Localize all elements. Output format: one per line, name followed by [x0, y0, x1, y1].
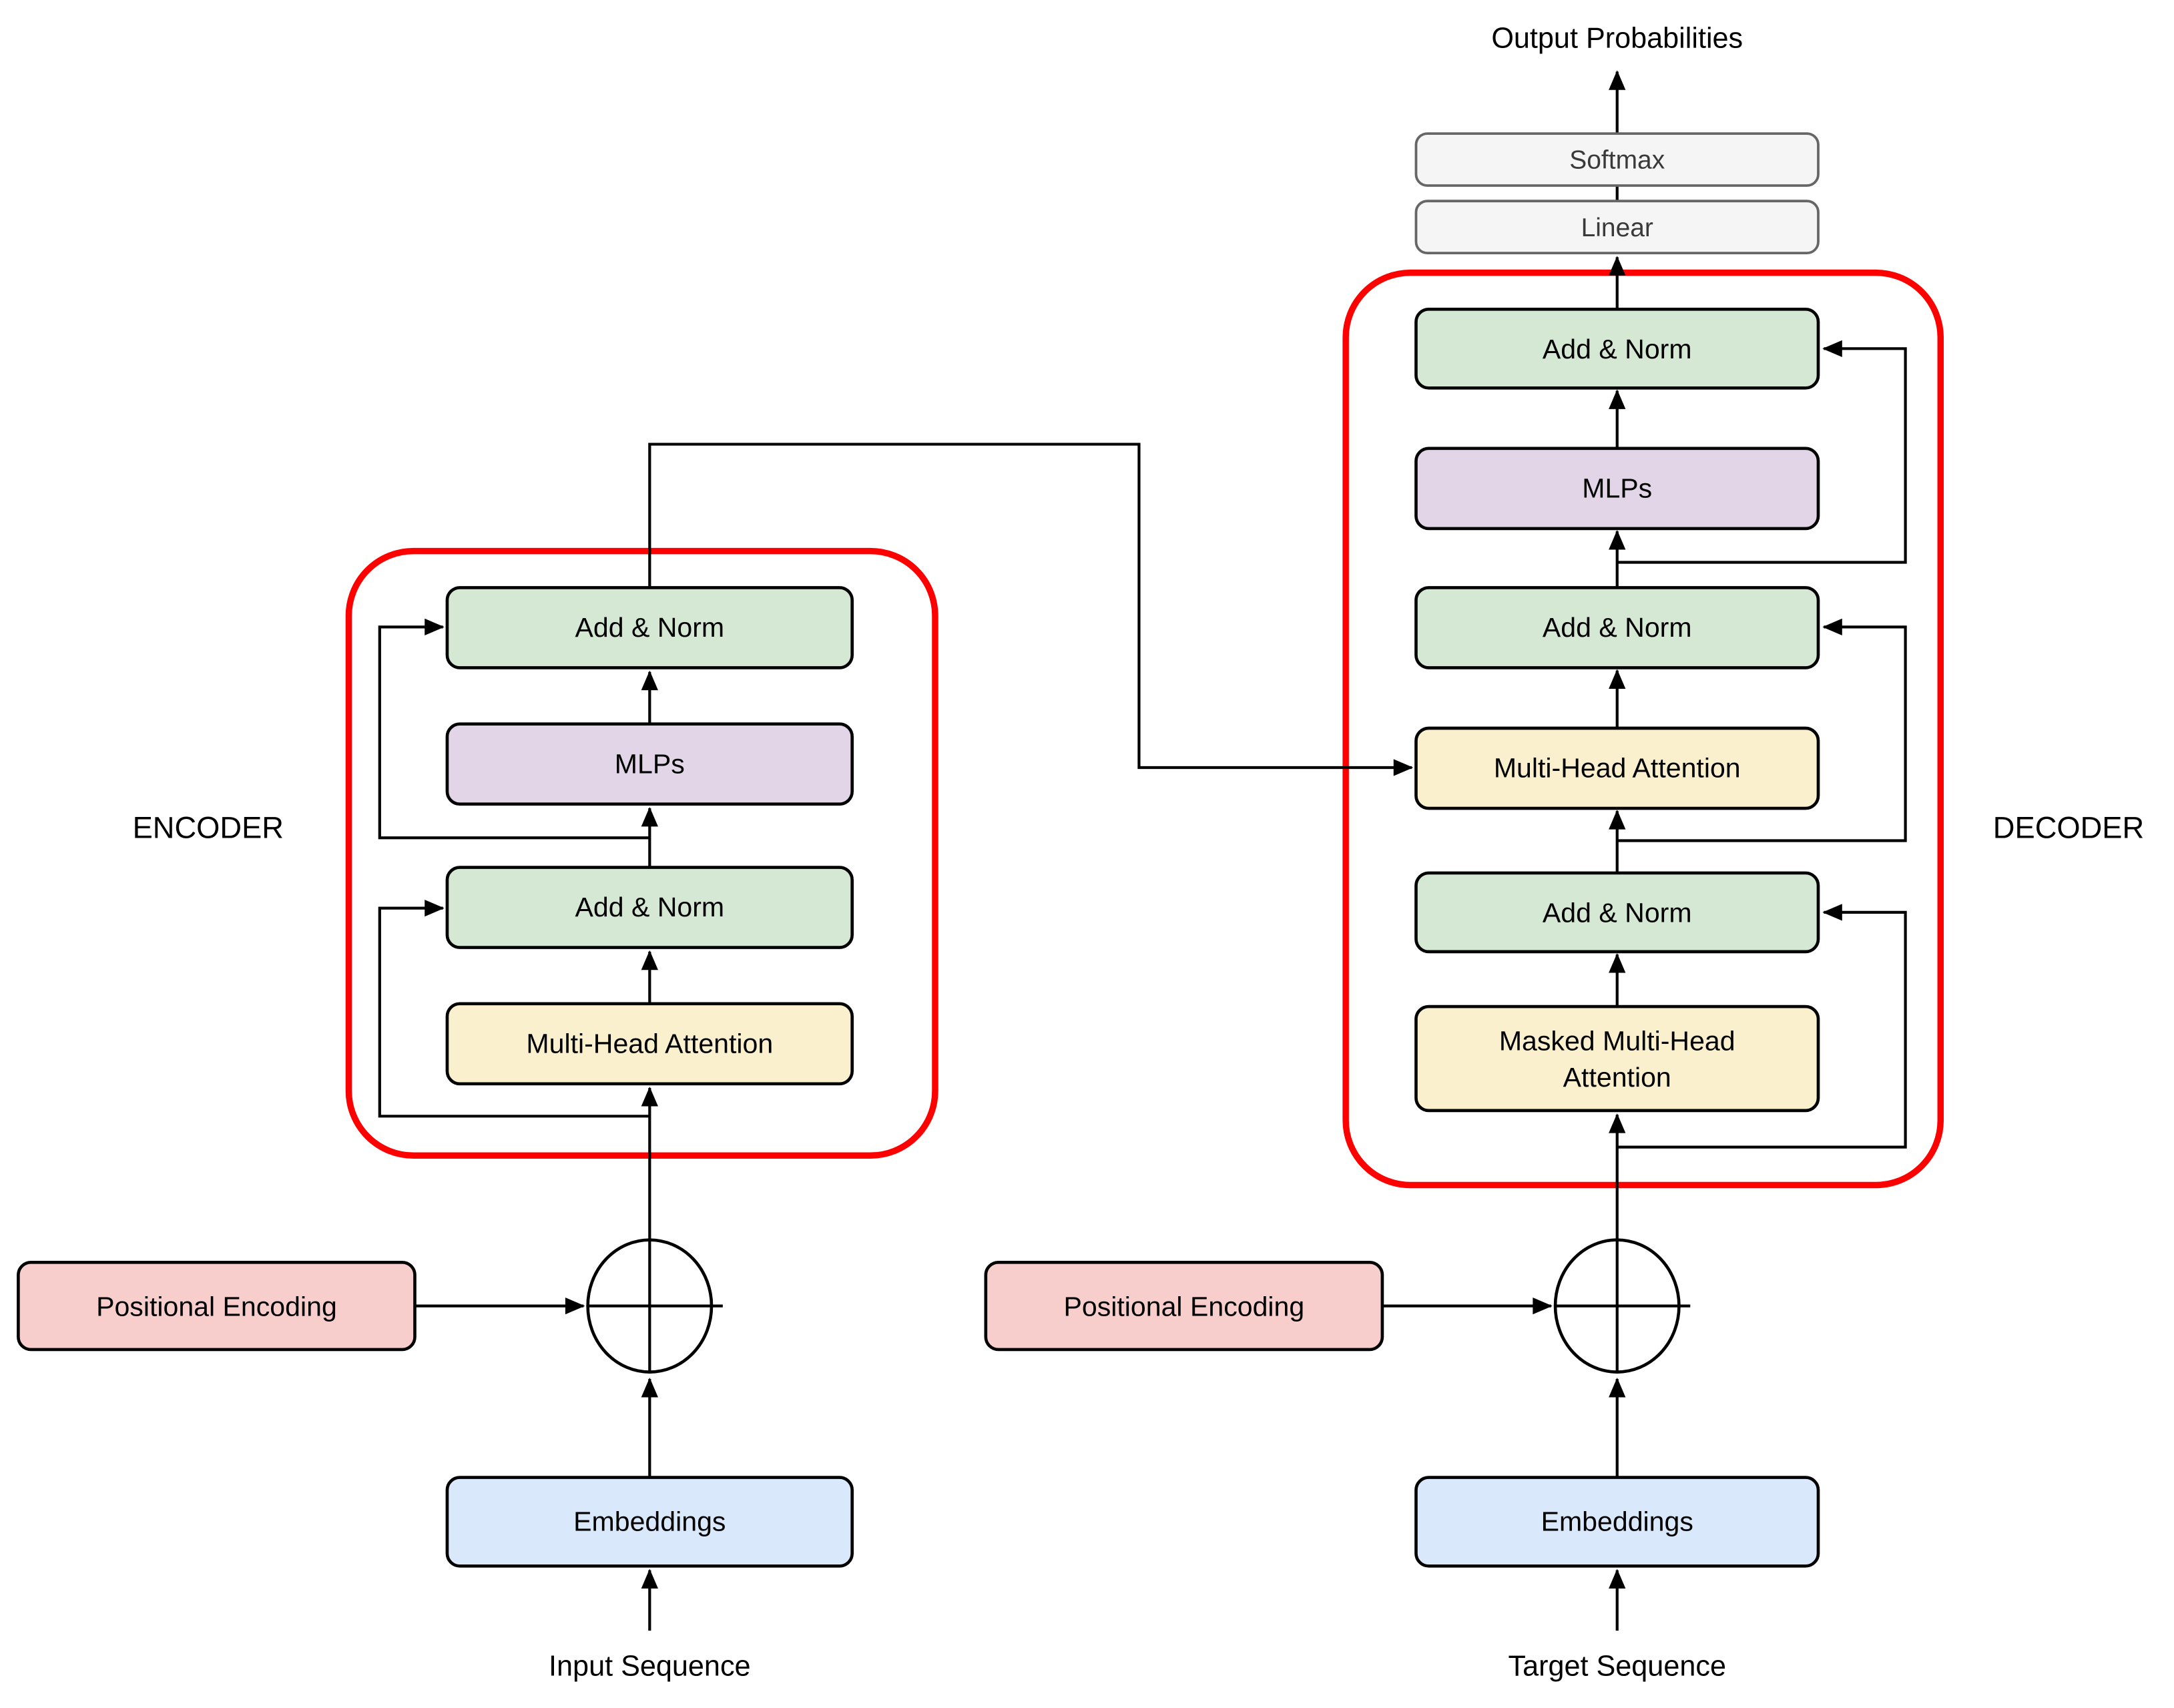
- decoder-mlps-box: [1414, 447, 1820, 531]
- decoder-add-norm-bottom-block: Add & Norm: [1414, 871, 1820, 954]
- linear-block: Linear: [1414, 200, 1820, 255]
- encoder-add-norm-top-box: [445, 586, 854, 669]
- decoder-residual-attention: [1617, 618, 1907, 842]
- encoder-region-label: ENCODER: [133, 810, 284, 844]
- decoder-add-norm-mid-block: Add & Norm: [1414, 586, 1820, 669]
- softmax-block: Softmax: [1414, 132, 1820, 187]
- softmax-label: Softmax: [1569, 146, 1665, 175]
- masked-attention-label-line1: Masked Multi-Head: [1499, 1025, 1735, 1056]
- masked-attention-label-line2: Attention: [1563, 1062, 1671, 1093]
- decoder-add-norm-top-block: Add & Norm: [1414, 308, 1820, 390]
- encoder-add-norm-top-label: Add & Norm: [575, 612, 724, 643]
- encoder-add-norm-top-block: Add & Norm: [445, 586, 854, 669]
- encoder-mlps-label: MLPs: [615, 748, 685, 779]
- encoder-add-norm-bottom-box: [445, 866, 854, 949]
- encoder-attention-box: [445, 1002, 854, 1086]
- linear-box: [1414, 200, 1820, 255]
- encoder-mlps-block: MLPs: [445, 722, 854, 806]
- encoder-residual-attention: [378, 899, 650, 1118]
- target-sequence-label: Target Sequence: [1508, 1651, 1725, 1683]
- encoder-region-outline: [345, 547, 938, 1159]
- decoder-add-norm-bottom-box: [1414, 871, 1820, 954]
- decoder-add-norm-bottom-label: Add & Norm: [1543, 898, 1692, 928]
- decoder-positional-encoding-label: Positional Encoding: [1063, 1291, 1304, 1322]
- decoder-residual-masked-attention: [1617, 904, 1907, 1149]
- softmax-box: [1414, 132, 1820, 187]
- decoder-attention-box: [1414, 726, 1820, 810]
- decoder-region-label: DECODER: [1993, 810, 2144, 844]
- decoder-add-norm-mid-label: Add & Norm: [1543, 612, 1692, 643]
- encoder-positional-encoding-block: Positional Encoding: [17, 1261, 417, 1352]
- linear-label: Linear: [1581, 214, 1653, 242]
- encoder-add-norm-bottom-block: Add & Norm: [445, 866, 854, 949]
- connector-lines: [378, 70, 1907, 1631]
- output-probabilities-label: Output Probabilities: [1491, 23, 1743, 55]
- masked-attention-block: Masked Multi-Head Attention: [1414, 1005, 1820, 1113]
- masked-attention-box: [1414, 1005, 1820, 1113]
- encoder-embeddings-label: Embeddings: [573, 1506, 726, 1537]
- encoder-add-norm-bottom-label: Add & Norm: [575, 892, 724, 922]
- decoder-attention-block: Multi-Head Attention: [1414, 726, 1820, 810]
- decoder-positional-encoding-box: [984, 1261, 1384, 1352]
- encoder-residual-mlps: [378, 618, 650, 840]
- encoder-attention-block: Multi-Head Attention: [445, 1002, 854, 1086]
- decoder-embeddings-label: Embeddings: [1541, 1506, 1693, 1537]
- encoder-attention-label: Multi-Head Attention: [526, 1029, 773, 1059]
- decoder-attention-label: Multi-Head Attention: [1494, 753, 1741, 784]
- decoder-add-norm-top-box: [1414, 308, 1820, 390]
- decoder-mlps-label: MLPs: [1582, 473, 1652, 504]
- encoder-positional-encoding-box: [17, 1261, 417, 1352]
- decoder-embeddings-block: Embeddings: [1414, 1476, 1820, 1568]
- decoder-add-norm-mid-box: [1414, 586, 1820, 669]
- input-sequence-label: Input Sequence: [549, 1651, 751, 1683]
- add-symbol-left: [586, 1238, 723, 1374]
- add-symbol-right: [1553, 1238, 1691, 1374]
- encoder-embeddings-box: [445, 1476, 854, 1568]
- encoder-stack: Add & Norm MLPs Add & Norm Multi-Head At…: [17, 586, 854, 1568]
- encoder-embeddings-block: Embeddings: [445, 1476, 854, 1568]
- decoder-stack: Softmax Linear Add & Norm MLPs Add & Nor…: [984, 132, 1820, 1568]
- decoder-positional-encoding-block: Positional Encoding: [984, 1261, 1384, 1352]
- decoder-embeddings-box: [1414, 1476, 1820, 1568]
- decoder-mlps-block: MLPs: [1414, 447, 1820, 531]
- encoder-positional-encoding-label: Positional Encoding: [96, 1291, 337, 1322]
- decoder-residual-mlps: [1617, 340, 1907, 564]
- decoder-region-outline: [1342, 269, 1944, 1189]
- encoder-mlps-box: [445, 722, 854, 806]
- arrow-encoder-to-decoder-attention: [648, 443, 1414, 776]
- decoder-add-norm-top-label: Add & Norm: [1543, 334, 1692, 364]
